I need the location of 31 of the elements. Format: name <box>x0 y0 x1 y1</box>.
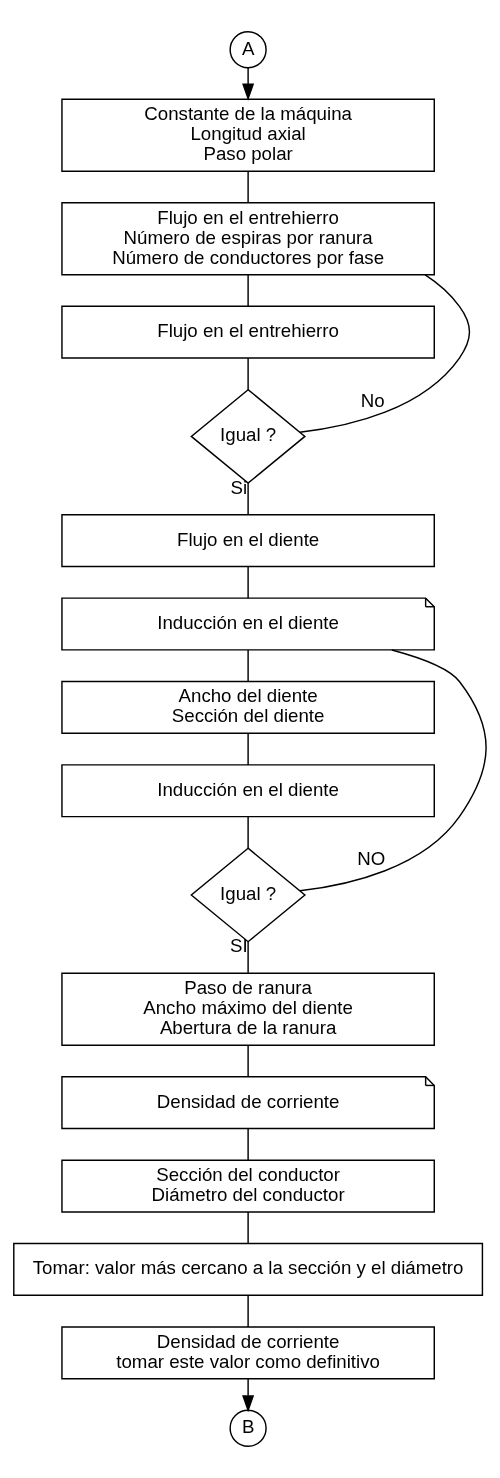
connector <box>299 274 471 433</box>
edge-label: NO <box>357 848 386 870</box>
node-box: Inducción en el diente <box>61 764 435 818</box>
edge-label: No <box>360 389 385 411</box>
connector <box>247 1044 249 1078</box>
connector <box>247 1294 249 1328</box>
node-circle: A <box>229 31 267 69</box>
connector <box>247 274 249 307</box>
node-box: Paso de ranura Ancho máximo del diente Abertura de la ranura <box>61 972 435 1046</box>
node-circle: B <box>229 1409 267 1447</box>
connector <box>247 1128 249 1161</box>
connector <box>247 1211 249 1245</box>
connector <box>247 565 249 599</box>
node-box: Tomar: valor más cercano a la sección y el diámetro <box>13 1242 484 1297</box>
connector <box>247 357 249 391</box>
arrow <box>242 67 255 101</box>
node-box: Flujo en el diente <box>61 514 435 568</box>
node-box: Constante de la máquina Longitud axial Paso polar <box>61 98 435 172</box>
node-box: Densidad de corriente tomar este valor como definitivo <box>61 1326 435 1380</box>
node-box: Flujo en el entrehierro <box>61 305 435 359</box>
connector <box>299 649 487 892</box>
connector <box>247 649 249 683</box>
arrow <box>242 1378 255 1413</box>
connector <box>247 170 249 203</box>
node-box: Sección del conductor Diámetro del conductor <box>61 1159 435 1213</box>
connector <box>247 816 249 849</box>
connector <box>247 732 249 766</box>
node-box: Flujo en el entrehierro Número de espiras por ranura Número de conductores por fase <box>61 202 435 276</box>
connector <box>247 482 249 516</box>
connector <box>247 941 249 974</box>
node-box: Ancho del diente Sección del diente <box>61 680 435 734</box>
